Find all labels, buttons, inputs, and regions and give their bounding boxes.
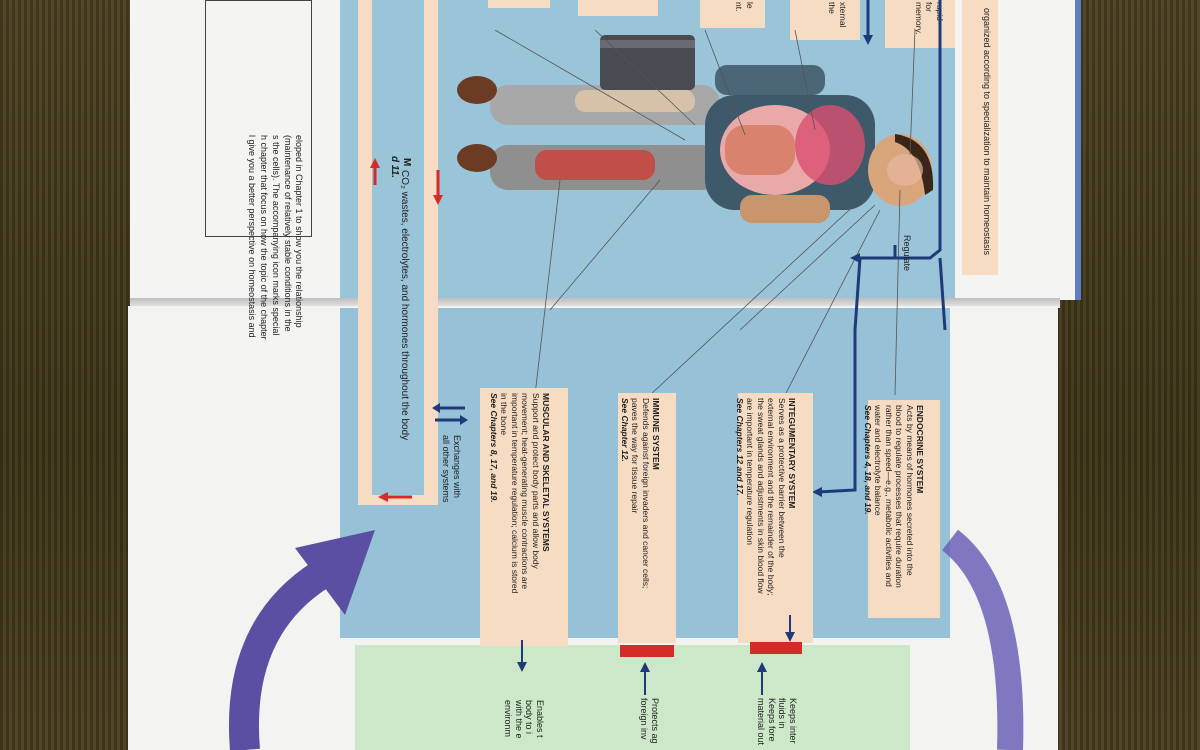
green-text-2: Protects ag foreign inv	[639, 698, 661, 744]
fragment-box-4	[578, 0, 658, 16]
regulate-flow-lines	[812, 0, 947, 497]
endocrine-box	[868, 400, 940, 618]
intro-line-1: eloped in Chapter 1 to show you the rela…	[294, 135, 304, 328]
exchange-arrows-icon	[432, 403, 468, 425]
green-text-1: Keeps inter fluids in Keeps fore materia…	[756, 698, 799, 746]
endocrine-ref: See Chapters 4, 18, and 19.	[863, 405, 873, 515]
integumentary-title: INTEGUMENTARY SYSTEM	[787, 398, 798, 509]
fragment-box-3	[700, 0, 765, 28]
immune-ref: See Chapter 12.	[620, 398, 630, 462]
caption-box	[962, 0, 998, 275]
endocrine-body: Acts by means of hormones secreted into …	[873, 405, 916, 588]
intro-line-2: (maintenance of relatively stable condit…	[283, 135, 293, 332]
immune-title: IMMUNE SYSTEM	[651, 398, 662, 470]
integumentary-box	[738, 393, 813, 643]
cycle-arrow-right-icon	[941, 530, 1024, 750]
integumentary-body: Serves as a protective barrier between t…	[745, 398, 788, 596]
intro-line-4: h chapter that focus on how the topic of…	[259, 135, 269, 340]
fragment-box-5	[488, 0, 550, 8]
intro-line-5: l give you a better perspective on homeo…	[247, 135, 257, 338]
circulation-inner	[372, 0, 424, 495]
fragment-box-2	[790, 0, 860, 40]
muscular-skeletal-box	[480, 388, 568, 646]
green-panel	[355, 645, 910, 750]
human-figure-illustration	[457, 30, 934, 223]
muscular-skeletal-title: MUSCULAR AND SKELETAL SYSTEMS	[541, 393, 552, 552]
immune-body: Defends against foreign invaders and can…	[630, 398, 652, 589]
immune-red-bar	[620, 645, 674, 657]
cycle-arrow-left-icon	[229, 530, 375, 750]
green-text-3: Enables t body to i with the e environm	[503, 700, 546, 739]
circulation-arrows	[370, 158, 443, 502]
muscular-skeletal-ref: See Chapters 8, 17, and 19.	[489, 393, 499, 503]
bottom-arrows	[517, 615, 795, 695]
leader-lines	[534, 179, 901, 396]
intro-line-3: s the cells). The accompanying icon mark…	[271, 135, 281, 336]
immune-box	[618, 393, 676, 643]
exchanges-label: Exchanges with all other systems	[441, 435, 463, 503]
muscular-skeletal-body: Support and protect body parts and allow…	[499, 393, 542, 594]
fragment-text-3: le nt.	[734, 2, 756, 12]
book-gutter	[130, 298, 1060, 308]
endocrine-title: ENDOCRINE SYSTEM	[915, 405, 926, 494]
intro-note-box	[205, 0, 312, 237]
caption-text: organized according to specialization to…	[982, 8, 992, 256]
integumentary-red-bar	[750, 642, 802, 654]
regulate-label: Regulate	[902, 235, 912, 272]
fragment-box-1	[885, 0, 955, 48]
integumentary-ref: See Chapters 12 and 17.	[735, 398, 745, 496]
